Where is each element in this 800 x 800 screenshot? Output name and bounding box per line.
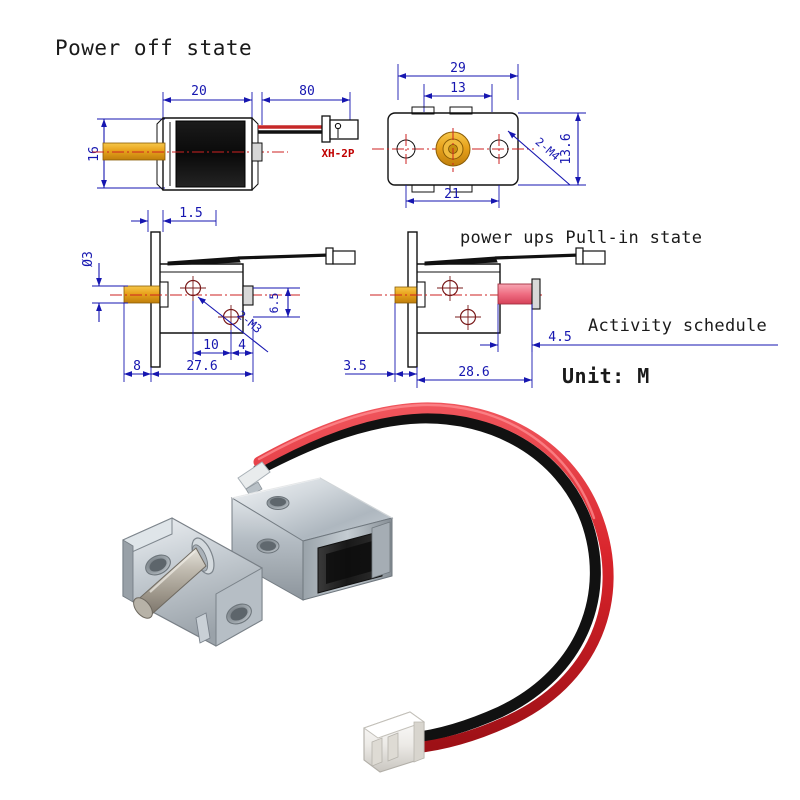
- svg-text:20: 20: [191, 84, 207, 99]
- view-power-off-side: 20 80 16: [87, 84, 359, 191]
- mounting-plate: [122, 517, 263, 647]
- xh2p-connector: [362, 711, 426, 773]
- wire-sleeve: [237, 461, 271, 497]
- plunger-pin: [133, 537, 215, 619]
- view-pull-in-plan: 3.5 28.6 4.5: [343, 231, 778, 388]
- svg-text:4: 4: [238, 338, 246, 353]
- svg-text:6.5: 6.5: [267, 293, 281, 314]
- svg-text:28.6: 28.6: [458, 365, 489, 380]
- connector-label-xh2p: XH-2P: [321, 147, 354, 160]
- svg-text:3.5: 3.5: [343, 359, 366, 374]
- power-off-state-title: Power off state: [55, 36, 253, 60]
- svg-text:13.6: 13.6: [559, 133, 574, 164]
- unit-label: Unit: M: [562, 364, 650, 388]
- view-power-off-plan: 1.5: [81, 206, 356, 382]
- svg-text:13: 13: [450, 81, 466, 96]
- solenoid-body: [230, 477, 394, 601]
- svg-text:10: 10: [203, 338, 219, 353]
- svg-text:27.6: 27.6: [186, 359, 217, 374]
- svg-text:1.5: 1.5: [179, 206, 202, 221]
- svg-text:2-M4: 2-M4: [533, 135, 563, 164]
- svg-text:8: 8: [133, 359, 141, 374]
- svg-text:16: 16: [87, 146, 102, 162]
- photo-wires: [252, 402, 614, 754]
- svg-text:Ø3: Ø3: [81, 251, 96, 267]
- svg-text:21: 21: [444, 187, 460, 202]
- svg-text:4.5: 4.5: [548, 330, 571, 345]
- activity-schedule-label: Activity schedule: [588, 316, 768, 336]
- svg-text:80: 80: [299, 84, 315, 99]
- power-ups-pull-in-state-title: power ups Pull-in state: [460, 228, 703, 248]
- view-top-plate: 29 13: [372, 61, 586, 208]
- svg-text:29: 29: [450, 61, 466, 76]
- svg-text:2-M3: 2-M3: [234, 308, 264, 336]
